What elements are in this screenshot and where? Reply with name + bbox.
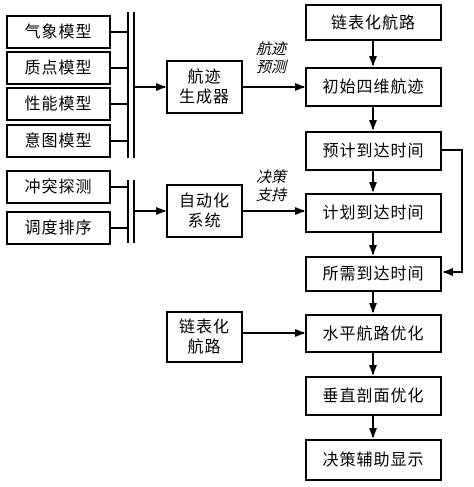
flow-box-rta: 所需到达时间 xyxy=(305,256,442,292)
tool-box-scheduling: 调度排序 xyxy=(6,211,111,245)
eta-to-rta-arrow xyxy=(442,149,463,276)
model-box-performance: 性能模型 xyxy=(6,87,111,121)
route-chain-input-box: 链表化 航路 xyxy=(166,311,243,363)
model-box-intent: 意图模型 xyxy=(6,124,111,158)
flow-box-route-chain: 链表化航路 xyxy=(305,4,442,41)
label-decision-support: 决策 支持 xyxy=(255,168,286,204)
automation-system-box: 自动化 系统 xyxy=(166,184,243,238)
flow-box-pta: 计划到达时间 xyxy=(305,193,442,233)
flow-box-decision-display: 决策辅助显示 xyxy=(305,439,442,481)
model-box-particle: 质点模型 xyxy=(6,51,111,85)
flow-box-horizontal-optimization: 水平航路优化 xyxy=(305,314,442,353)
label-trajectory-prediction: 航迹 预测 xyxy=(255,40,286,76)
flow-box-initial-4d-trajectory: 初始四维航迹 xyxy=(305,67,442,107)
tool-box-conflict-detection: 冲突探测 xyxy=(6,170,111,204)
flow-box-vertical-optimization: 垂直剖面优化 xyxy=(305,376,442,416)
model-box-weather: 气象模型 xyxy=(6,15,111,49)
flow-box-eta: 预计到达时间 xyxy=(305,131,442,171)
trajectory-generator-box: 航迹 生成器 xyxy=(166,60,243,114)
